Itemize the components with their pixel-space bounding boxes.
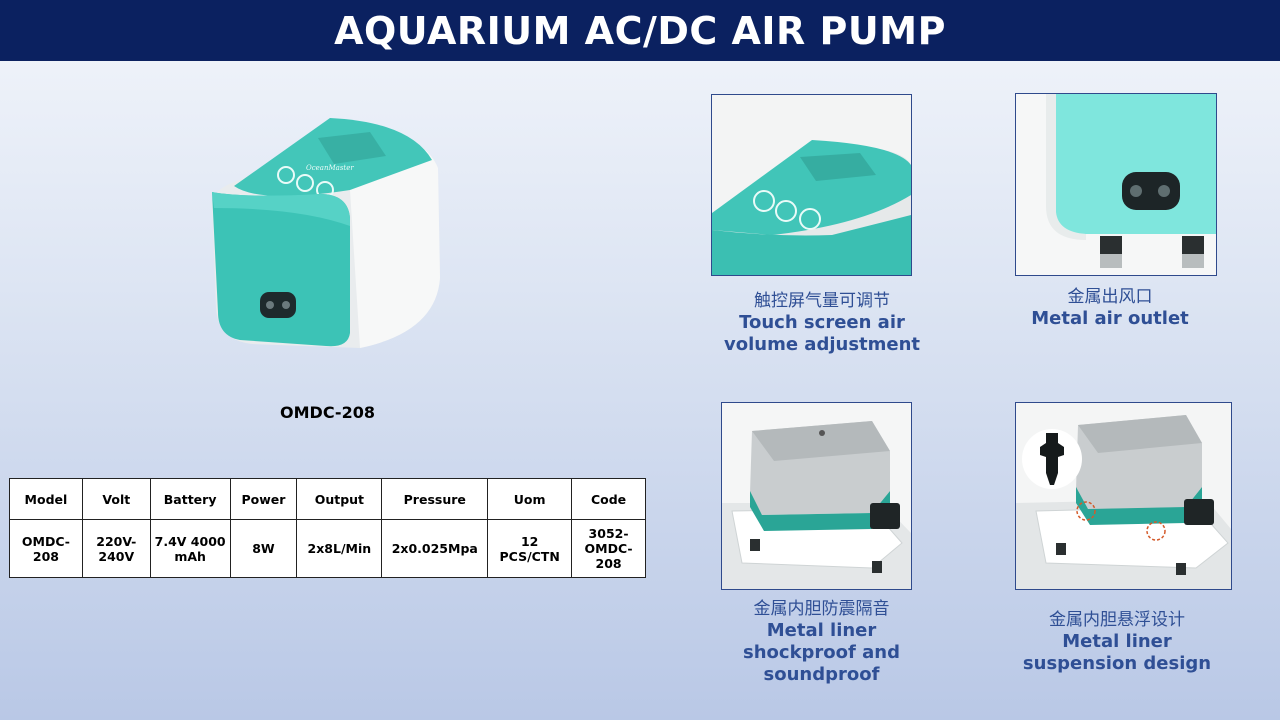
page-title-bar: AQUARIUM AC/DC AIR PUMP — [0, 0, 1280, 61]
feature-photo-suspension-design — [1015, 402, 1232, 590]
table-header-cell: Volt — [81, 478, 151, 520]
feature-caption-en: Touch screen air volume adjustment — [723, 312, 921, 355]
feature-caption-en: Metal air outlet — [1031, 308, 1189, 329]
table-header-cell: Battery — [149, 478, 231, 520]
product-image: OceanMaster — [200, 108, 450, 353]
feature-photo-air-outlet — [1015, 93, 1217, 276]
feature-caption-cn: 金属内胆防震隔音 — [753, 599, 890, 619]
feature-photo-touch-screen — [711, 94, 912, 276]
page-title: AQUARIUM AC/DC AIR PUMP — [334, 8, 946, 53]
model-label: OMDC-208 — [280, 403, 375, 422]
table-header-cell: Uom — [487, 478, 573, 520]
feature-caption-cn: 金属出风口 — [1067, 287, 1153, 307]
feature-caption-shockproof-liner: 金属内胆防震隔音 Metal liner shockproof and soun… — [715, 598, 928, 686]
table-cell: 7.4V 4000 mAh — [149, 519, 231, 578]
feature-caption-air-outlet: 金属出风口 Metal air outlet — [1010, 286, 1210, 330]
table-row: OMDC-208 220V-240V 7.4V 4000 mAh 8W 2x8L… — [9, 519, 646, 578]
feature-caption-suspension-design: 金属内胆悬浮设计 Metal liner suspension design — [1018, 609, 1216, 675]
product-brand-text: OceanMaster — [306, 164, 354, 172]
table-cell: 2x0.025Mpa — [381, 519, 489, 578]
table-header-cell: Pressure — [381, 478, 489, 520]
feature-caption-touch-screen: 触控屏气量可调节 Touch screen air volume adjustm… — [711, 290, 933, 356]
table-header-row: Model Volt Battery Power Output Pressure… — [9, 478, 646, 520]
table-header-cell: Code — [571, 478, 646, 520]
table-cell: 2x8L/Min — [296, 519, 383, 578]
table-header-cell: Power — [229, 478, 298, 520]
table-cell: 12 PCS/CTN — [487, 519, 573, 578]
table-cell: 220V-240V — [81, 519, 151, 578]
table-header-cell: Model — [9, 478, 83, 520]
feature-caption-en: Metal liner shockproof and soundproof — [743, 620, 900, 685]
table-cell: 8W — [229, 519, 298, 578]
feature-photo-shockproof-liner — [721, 402, 912, 590]
feature-caption-cn: 触控屏气量可调节 — [754, 291, 890, 311]
table-header-cell: Output — [296, 478, 383, 520]
feature-caption-cn: 金属内胆悬浮设计 — [1049, 610, 1185, 630]
spec-table: Model Volt Battery Power Output Pressure… — [9, 478, 646, 578]
table-cell: 3052-OMDC-208 — [571, 519, 646, 578]
table-cell: OMDC-208 — [9, 519, 83, 578]
feature-caption-en: Metal liner suspension design — [1022, 631, 1212, 674]
